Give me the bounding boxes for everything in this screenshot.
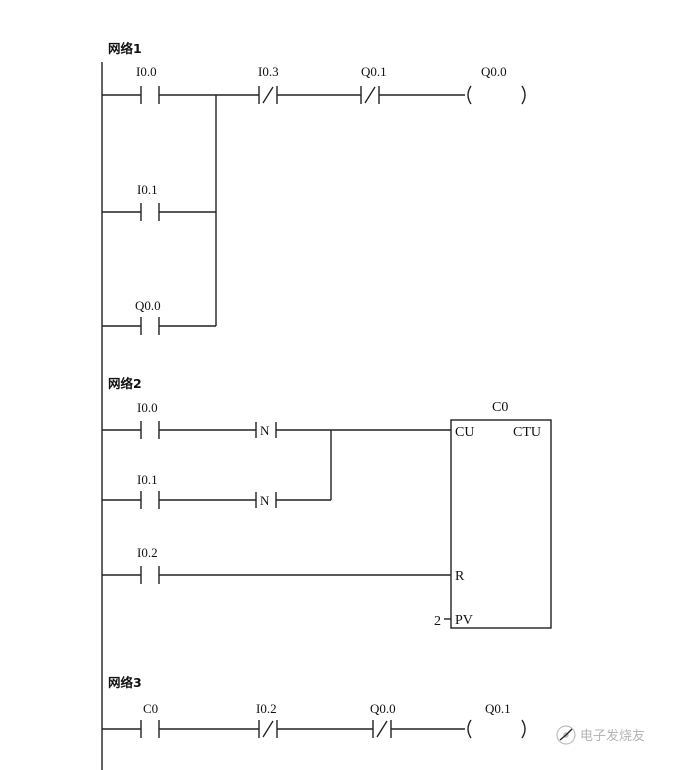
contact-label: I0.0 <box>136 64 157 79</box>
preset-value: 2 <box>434 614 441 629</box>
contact-q0-1-normally-closed: Q0.1 <box>360 64 387 104</box>
contact-i0-1-normally-open: I0.1 <box>137 472 160 509</box>
contact-i0-2-normally-open: I0.2 <box>137 545 160 584</box>
contact-label: I0.1 <box>137 472 158 487</box>
contact-i0-0-normally-open: I0.0 <box>136 64 160 104</box>
contact-label: I0.0 <box>137 400 158 415</box>
contact-i0-0-normally-open: I0.0 <box>137 400 160 439</box>
contact-label: C0 <box>143 701 158 716</box>
contact-i0-3-normally-closed: I0.3 <box>258 64 279 104</box>
contact-i0-2-normally-closed: I0.2 <box>256 701 278 738</box>
network-2-title: 网络2 <box>108 376 142 391</box>
counter-block-c0: C0 CTU CU R PV 2 <box>434 400 552 629</box>
network-1-title: 网络1 <box>108 41 142 56</box>
network-3: 网络3 C0 I0.2 Q0.0 Q0.1 <box>102 675 526 739</box>
negative-edge-detector: N <box>255 492 277 508</box>
contact-label: I0.2 <box>137 545 158 560</box>
counter-type: CTU <box>513 425 541 440</box>
contact-label: Q0.1 <box>361 64 387 79</box>
coil-label: Q0.1 <box>485 701 511 716</box>
pin-r: R <box>455 569 465 584</box>
contact-q0-0-normally-closed: Q0.0 <box>370 701 396 738</box>
coil-q0-1: Q0.1 <box>467 701 526 739</box>
pin-cu: CU <box>455 425 474 440</box>
contact-label: Q0.0 <box>370 701 396 716</box>
contact-label: Q0.0 <box>135 298 161 313</box>
network-1: 网络1 I0.0 I0.3 Q0.1 Q0.0 <box>102 41 526 335</box>
network-3-title: 网络3 <box>108 675 142 690</box>
contact-label: I0.2 <box>256 701 277 716</box>
coil-q0-0: Q0.0 <box>467 64 526 105</box>
coil-label: Q0.0 <box>481 64 507 79</box>
counter-name: C0 <box>492 400 508 415</box>
contact-label: I0.3 <box>258 64 279 79</box>
pin-pv: PV <box>455 613 473 628</box>
contact-q0-0-normally-open: Q0.0 <box>135 298 161 335</box>
negative-edge-detector: N <box>255 422 277 438</box>
network-logo-icon <box>556 725 576 745</box>
network-2: 网络2 I0.0 N I0.1 N <box>102 376 552 629</box>
edge-label: N <box>260 423 270 438</box>
contact-label: I0.1 <box>137 182 158 197</box>
contact-c0-normally-open: C0 <box>140 701 160 738</box>
contact-i0-1-normally-open: I0.1 <box>137 182 160 221</box>
counter-box <box>450 419 552 629</box>
watermark: 电子发烧友 <box>556 725 645 745</box>
watermark-text: 电子发烧友 <box>580 728 645 743</box>
edge-label: N <box>260 493 270 508</box>
